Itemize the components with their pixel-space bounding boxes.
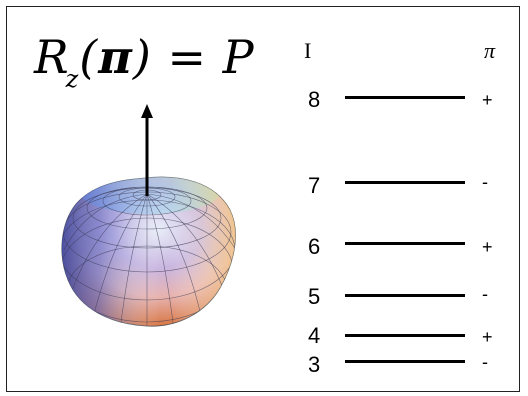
equation-rhs: P bbox=[222, 30, 255, 84]
equation-subscript: z bbox=[65, 65, 80, 93]
equation-arg: π bbox=[98, 30, 133, 84]
deformed-nucleus-illustration bbox=[61, 104, 236, 327]
parity-header: π bbox=[484, 38, 496, 63]
level-spin-3: 3 bbox=[308, 352, 321, 377]
equation-open-paren: ( bbox=[79, 30, 99, 84]
level-parity-4: + bbox=[482, 327, 493, 347]
equation: Rz(π) = P bbox=[34, 30, 255, 93]
level-spin-4: 4 bbox=[308, 323, 321, 348]
rotation-axis-arrow bbox=[141, 104, 153, 196]
level-parity-8: + bbox=[482, 90, 493, 110]
nucleus-body bbox=[61, 176, 236, 327]
level-parity-6: + bbox=[482, 237, 493, 257]
level-line-8 bbox=[345, 96, 465, 99]
level-line-6 bbox=[345, 242, 465, 245]
level-spin-8: 8 bbox=[308, 87, 321, 112]
level-line-7 bbox=[345, 181, 465, 184]
level-line-5 bbox=[345, 294, 465, 297]
level-spin-5: 5 bbox=[308, 284, 321, 309]
equation-close-paren: ) bbox=[132, 30, 152, 84]
level-line-4 bbox=[345, 334, 465, 337]
equation-equals: = bbox=[151, 30, 223, 84]
equation-lhs: R bbox=[34, 30, 70, 84]
level-line-3 bbox=[345, 360, 465, 363]
level-spin-7: 7 bbox=[308, 173, 321, 198]
level-parity-7: - bbox=[482, 172, 488, 192]
spin-header: I bbox=[304, 38, 312, 63]
level-spin-6: 6 bbox=[308, 234, 321, 259]
level-parity-3: - bbox=[482, 352, 488, 372]
level-parity-5: - bbox=[482, 284, 488, 304]
